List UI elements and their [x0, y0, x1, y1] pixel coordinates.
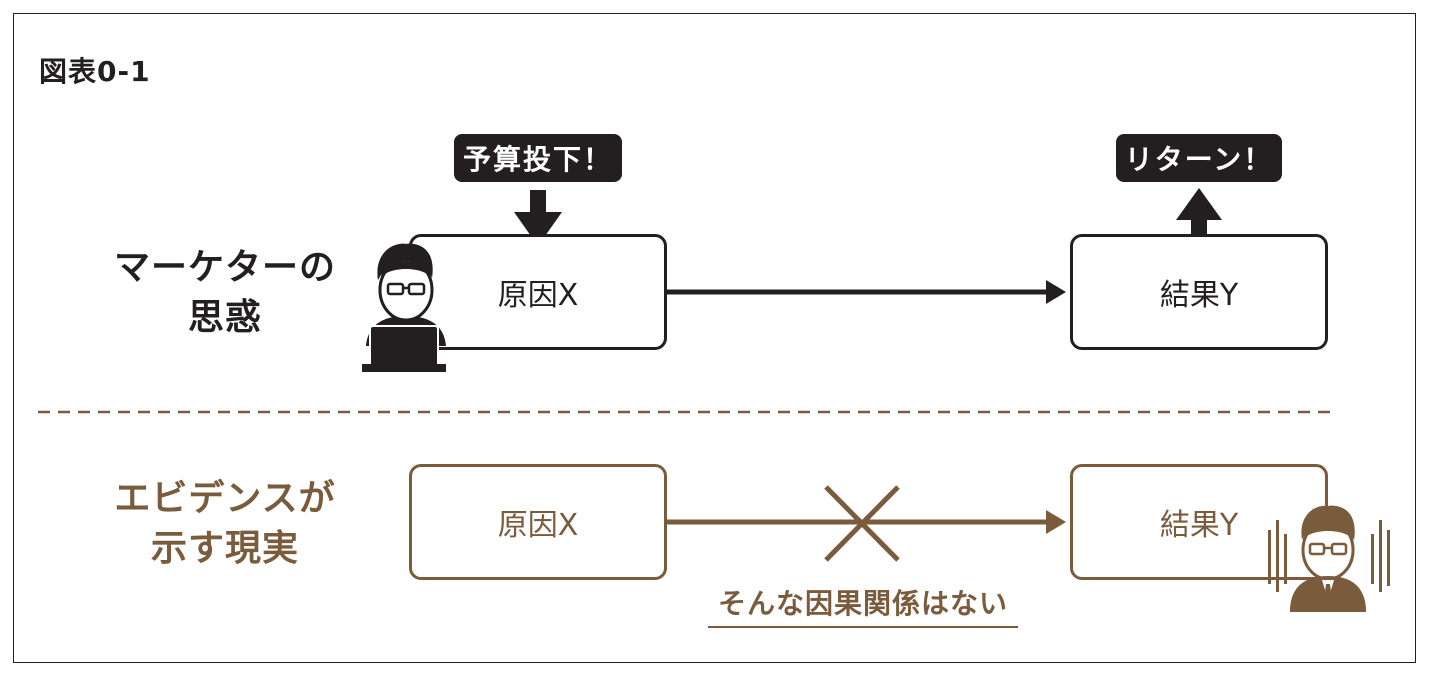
top-cause-label: 原因X: [497, 278, 579, 313]
evidence-reality-label: エビデンスが 示す現実: [100, 474, 350, 574]
bottom-effect-box: 結果Y: [1070, 464, 1328, 580]
no-causation-note: そんな因果関係はない: [708, 582, 1018, 628]
marketer-intent-label: マーケターの 思惑: [100, 243, 350, 343]
bottom-effect-label: 結果Y: [1159, 508, 1239, 543]
bottom-cause-label: 原因X: [497, 508, 579, 543]
budget-callout: 予算投下！: [454, 134, 622, 182]
figure-label: 図表0-1: [39, 55, 151, 88]
no-causation-x-icon: [824, 485, 900, 562]
bottom-causal-arrow: [666, 510, 1066, 534]
marketer-intent-label-line1: マーケターの: [113, 247, 336, 288]
marketer-intent-label-line2: 思惑: [187, 297, 262, 338]
figure-frame: [13, 13, 1416, 663]
evidence-reality-label-line2: 示す現実: [150, 528, 299, 569]
return-callout: リターン！: [1116, 134, 1282, 182]
top-effect-box: 結果Y: [1070, 234, 1328, 350]
top-effect-label: 結果Y: [1159, 278, 1239, 313]
top-causal-arrow: [666, 280, 1066, 304]
budget-down-arrow: [514, 190, 562, 246]
bottom-cause-box: 原因X: [409, 464, 667, 580]
evidence-reality-label-line1: エビデンスが: [114, 478, 336, 519]
top-cause-box: 原因X: [409, 234, 667, 350]
